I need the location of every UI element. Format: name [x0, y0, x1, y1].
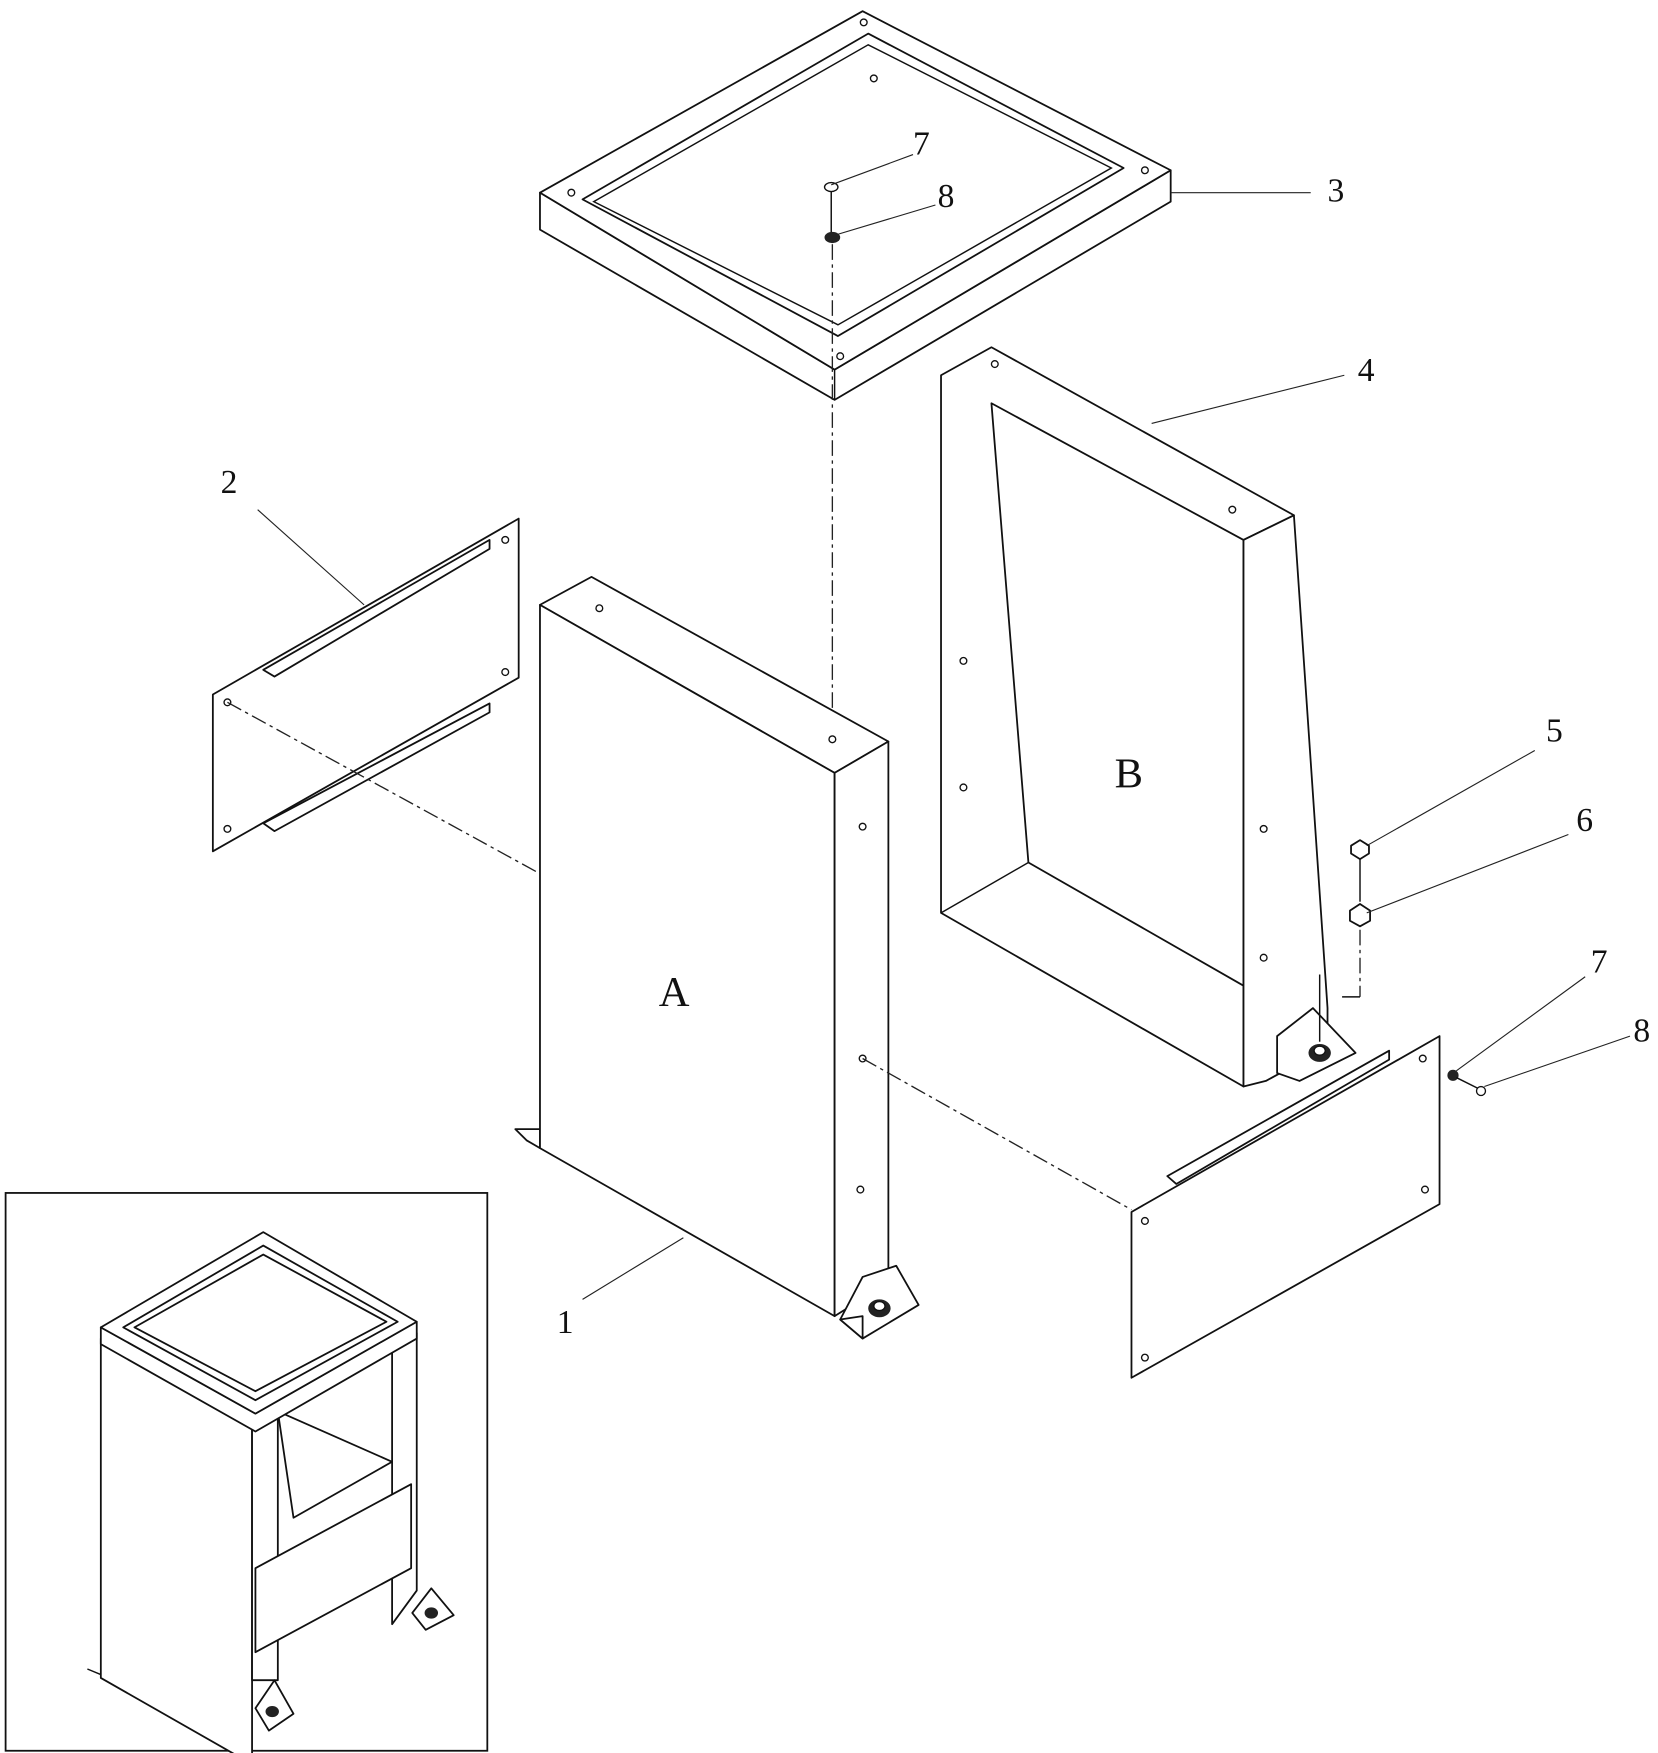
- panel-label-a: A: [659, 969, 690, 1016]
- leader-lines: [257, 154, 1631, 1300]
- callout-7-top: 7: [913, 126, 930, 163]
- callout-4: 4: [1358, 352, 1375, 389]
- top-frame-part-3: [539, 10, 1172, 401]
- side-plate-part-2: [211, 517, 541, 875]
- washer-bolt-right: [1447, 1069, 1487, 1097]
- callout-5: 5: [1546, 713, 1563, 750]
- callout-7-right: 7: [1591, 943, 1608, 980]
- callout-3: 3: [1328, 173, 1345, 210]
- cabinet-frame-b-part-4: B: [940, 346, 1357, 1088]
- callout-8-right: 8: [1633, 1013, 1650, 1050]
- panel-label-b: B: [1115, 750, 1143, 797]
- callout-6: 6: [1576, 802, 1593, 839]
- cabinet-panel-a-part-1: A: [514, 575, 1132, 1340]
- callout-2: 2: [221, 464, 238, 501]
- front-plate: [1130, 1035, 1441, 1379]
- bolt-nut-parts-5-6: [1342, 839, 1371, 998]
- assembled-view-inset: [4, 1192, 489, 1753]
- callout-1: 1: [557, 1304, 574, 1341]
- callout-8-top: 8: [938, 178, 955, 215]
- bolt-washer-top: [823, 181, 841, 740]
